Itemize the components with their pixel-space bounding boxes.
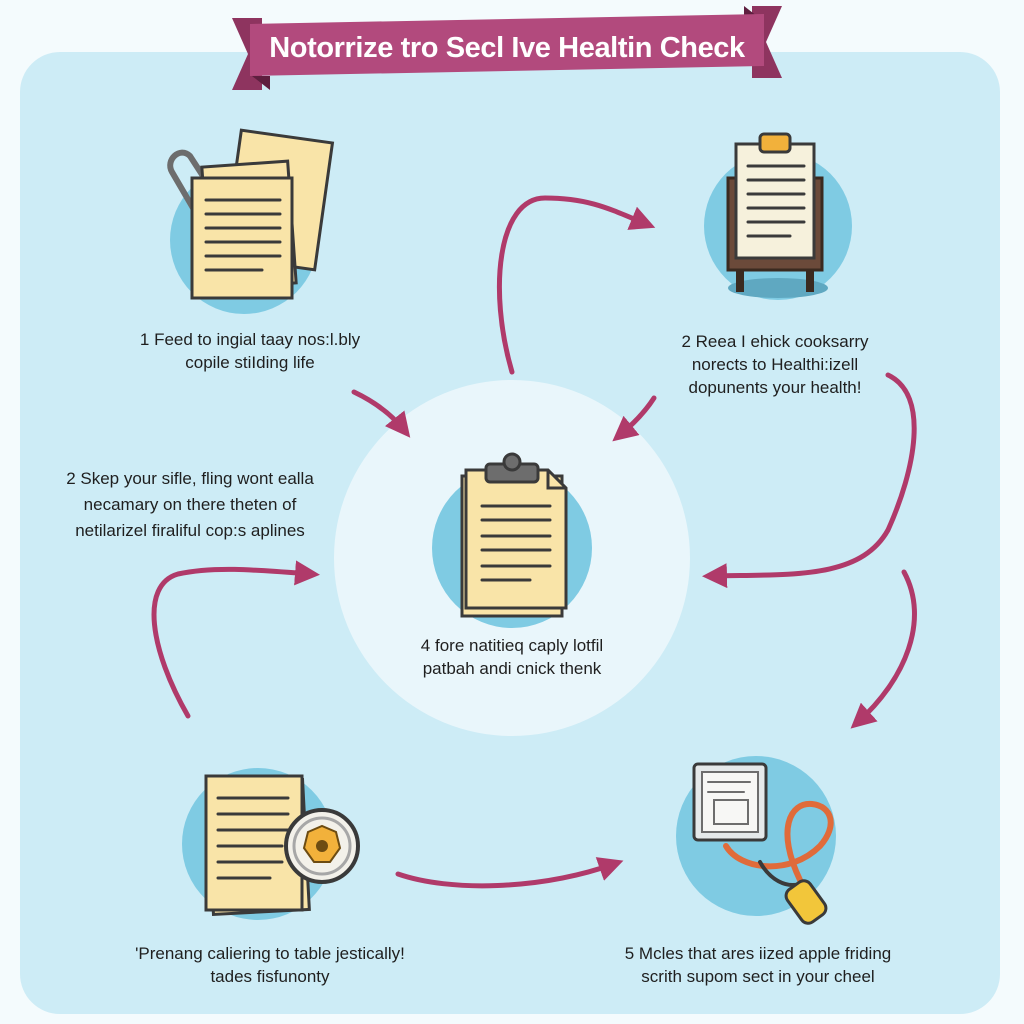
clipboard-on-easel-icon: [704, 132, 852, 300]
arrow-right-down: [850, 569, 917, 729]
front-paper: [190, 176, 294, 300]
step-3-line-1: 2 Skep your sifle, fling wont ealla: [66, 469, 314, 488]
step-6-text: 5 Mcles that ares iized apple friding sc…: [608, 942, 908, 988]
step-2-text: 2 Reea I ehick cooksarry norects to Heal…: [650, 330, 900, 399]
page-title: Notorrize tro Secl Ive Healtin Check: [269, 31, 745, 64]
clipboard-clip: [758, 132, 792, 154]
step-4-text: 4 fore natitieq caply lotfil patbah andi…: [382, 634, 642, 680]
step-6-line-1: 5 Mcles that ares iized apple friding: [624, 944, 892, 963]
paperclip: [167, 149, 215, 223]
document-with-notary-seal-icon: [182, 768, 360, 920]
arrow-top-loop: [496, 195, 656, 375]
step-3-text: 2 Skep your sifle, fling wont ealla neca…: [40, 466, 340, 544]
step-2-line-2: norects to Healthi:izell: [691, 355, 859, 374]
step-6-line-2: scrith supom sect in your cheel: [641, 967, 875, 986]
arrow-right-loop: [702, 372, 917, 589]
step-3-line-3: netilarizel firaliful cop:s aplines: [75, 521, 305, 540]
stacked-papers-with-paperclip-icon: [167, 128, 335, 314]
step-1-line-1: 1 Feed to ingial taay nos:l.bly: [139, 330, 361, 349]
step-5-line-2: tades fisfunonty: [210, 967, 330, 986]
step-2-line-3: dopunents your health!: [688, 378, 862, 397]
step-1-line-2: copile stiIding life: [185, 353, 315, 372]
step-5-line-1: 'Prenang caliering to table jestically!: [135, 944, 405, 963]
clipboard-icon: [432, 452, 592, 628]
step-5-text: 'Prenang caliering to table jestically! …: [110, 942, 430, 988]
clipboard-sheet: [734, 142, 816, 260]
step-3-line-2: necamary on there theten of: [83, 495, 297, 514]
step-2-line-1: 2 Reea I ehick cooksarry: [681, 332, 869, 351]
arrow-bottom-left-to-right: [395, 857, 624, 889]
banner-left-fold: [252, 76, 270, 90]
step-4-line-1: 4 fore natitieq caply lotfil: [420, 636, 604, 655]
clipboard-front-sheet: [464, 468, 568, 610]
step-1-text: 1 Feed to ingial taay nos:l.bly copile s…: [120, 328, 380, 374]
banner-ribbon: [250, 14, 764, 76]
arrow-step1-to-center: [351, 389, 411, 438]
step-4-line-2: patbah andi cnick thenk: [422, 659, 602, 678]
arrow-left-loop-to-center: [151, 560, 320, 719]
stethoscope-chestpiece: [784, 879, 828, 925]
arrow-step2-to-center: [612, 395, 657, 442]
tablet-with-stethoscope-icon: [676, 756, 836, 925]
title-banner: [232, 6, 782, 90]
